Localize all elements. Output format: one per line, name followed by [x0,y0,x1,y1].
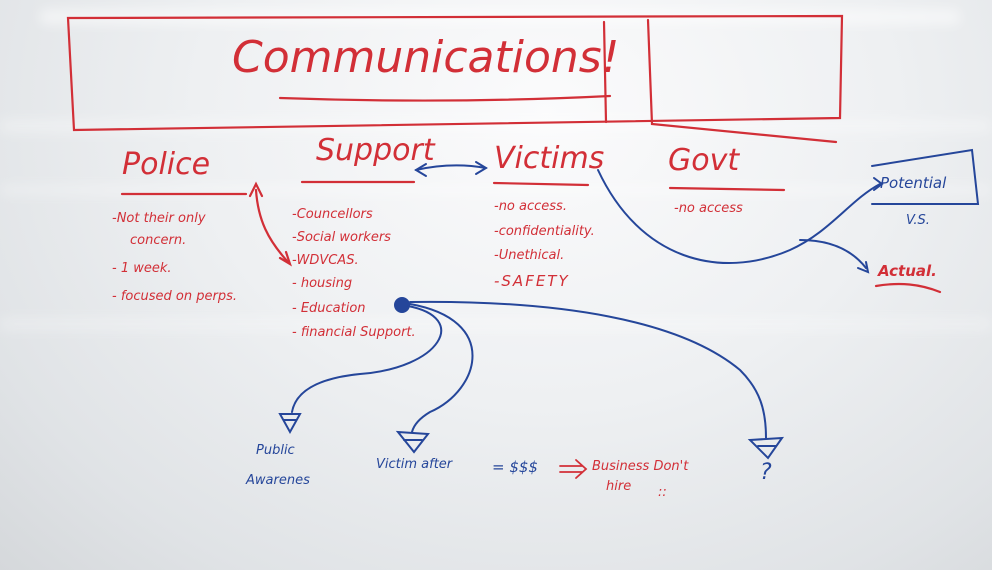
support-item: - financial Support. [292,325,416,340]
outcome-public-line1: Public [256,443,295,458]
police-support-arrow [254,188,290,264]
police-item: - 1 week. [112,261,172,276]
police-item: concern. [130,233,187,248]
funnel-victim [395,430,430,454]
police-item: - focused on perps. [112,289,237,304]
potential-bracket [871,148,980,205]
victims-item: -SAFETY [494,272,570,290]
title-box-inner-2 [602,20,608,124]
title-underline [278,94,612,102]
victims-underline [492,181,590,187]
source-dot [394,297,410,313]
to-question-curve [409,300,767,439]
outcome-business-line1: Business Don't [592,459,689,474]
outcome-victim-after: Victim after [376,457,453,472]
outcome-question: ? [760,460,772,485]
title-box-inner [646,18,838,144]
outcome-cost: = $$$ [492,458,538,476]
victims-govt-curve [597,169,881,264]
support-item: - Education [292,301,366,316]
victims-item: -confidentiality. [494,224,595,239]
potential-label: Potential [880,174,947,192]
actual-underline [874,282,942,294]
police-heading: Police [122,147,211,182]
support-item: - housing [292,276,353,291]
support-heading: Support [316,133,435,168]
police-item: -Not their only [112,211,206,226]
to-public-curve [291,305,442,413]
implies-arrow [559,459,588,479]
support-item: -Social workers [292,230,391,245]
title-box [66,14,844,132]
doodle-mark: :: [658,485,667,500]
victims-item: -no access. [494,199,567,214]
vs-label: V.S. [906,213,930,228]
outcome-business-line2: hire [606,479,632,494]
govt-item: -no access [674,201,743,216]
outcome-public-line2: Awarenes [246,473,310,488]
support-victims-arrow [415,164,487,171]
actual-branch [799,239,867,269]
to-victim-curve [409,303,474,433]
govt-underline [668,186,786,192]
support-item: -Councellors [292,207,373,222]
victims-item: -Unethical. [494,248,565,263]
victims-heading: Victims [494,141,605,176]
support-item: -WDVCAS. [292,253,359,268]
board-title: Communications! [232,32,620,83]
actual-label: Actual. [878,262,937,280]
govt-heading: Govt [668,143,740,178]
funnel-public [278,413,302,435]
funnel-question [747,436,785,460]
